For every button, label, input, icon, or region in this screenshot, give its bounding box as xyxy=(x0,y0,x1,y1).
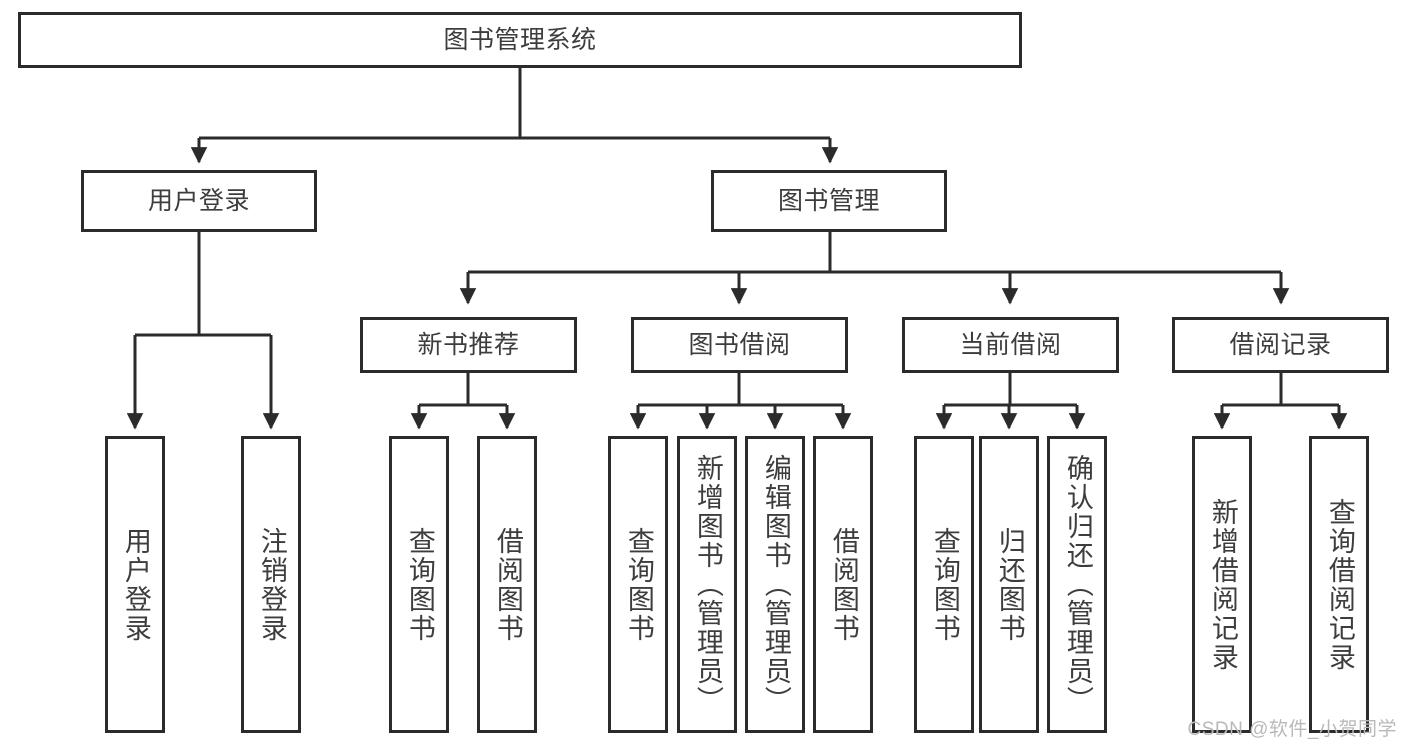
node-borrow-record[interactable]: 借阅记录 xyxy=(1172,317,1389,373)
node-leaf-edit-book[interactable]: 编辑图书（管理员） xyxy=(745,436,805,733)
node-leaf-user-login-label: 用户登录 xyxy=(120,526,151,643)
node-borrow-record-label: 借阅记录 xyxy=(1229,331,1332,359)
node-leaf-edit-book-label: 编辑图书（管理员） xyxy=(760,454,791,715)
node-current-borrow[interactable]: 当前借阅 xyxy=(902,317,1119,373)
node-leaf-borrow-book-2[interactable]: 借阅图书 xyxy=(813,436,873,733)
node-leaf-query-record-label: 查询借阅记录 xyxy=(1324,497,1355,672)
node-leaf-add-book[interactable]: 新增图书（管理员） xyxy=(677,436,737,733)
node-root-label: 图书管理系统 xyxy=(443,26,597,54)
node-current-borrow-label: 当前借阅 xyxy=(959,331,1062,359)
node-new-book-recommend[interactable]: 新书推荐 xyxy=(360,317,577,373)
node-new-book-recommend-label: 新书推荐 xyxy=(417,331,520,359)
node-leaf-query-book-3-label: 查询图书 xyxy=(929,526,960,643)
watermark: CSDN @软件_小贺同学 xyxy=(1187,719,1397,740)
node-leaf-query-book-2-label: 查询图书 xyxy=(623,526,654,643)
node-leaf-confirm-return-label: 确认归还（管理员） xyxy=(1062,454,1093,715)
node-leaf-query-record[interactable]: 查询借阅记录 xyxy=(1309,436,1369,733)
node-leaf-borrow-book-1[interactable]: 借阅图书 xyxy=(477,436,537,733)
node-user-login-label: 用户登录 xyxy=(147,187,250,215)
node-leaf-borrow-book-1-label: 借阅图书 xyxy=(492,526,523,643)
node-leaf-user-login[interactable]: 用户登录 xyxy=(105,436,165,733)
node-leaf-logout-login-label: 注销登录 xyxy=(256,526,287,643)
node-book-borrow[interactable]: 图书借阅 xyxy=(631,317,848,373)
node-book-borrow-label: 图书借阅 xyxy=(688,331,791,359)
node-leaf-add-record[interactable]: 新增借阅记录 xyxy=(1192,436,1252,733)
node-leaf-add-record-label: 新增借阅记录 xyxy=(1207,497,1238,672)
node-book-manage-label: 图书管理 xyxy=(777,187,880,215)
node-book-manage[interactable]: 图书管理 xyxy=(711,170,947,232)
node-leaf-query-book-3[interactable]: 查询图书 xyxy=(914,436,974,733)
node-leaf-return-book-label: 归还图书 xyxy=(994,526,1025,643)
node-leaf-confirm-return[interactable]: 确认归还（管理员） xyxy=(1047,436,1107,733)
node-leaf-query-book-1-label: 查询图书 xyxy=(404,526,435,643)
node-leaf-query-book-2[interactable]: 查询图书 xyxy=(608,436,668,733)
node-root[interactable]: 图书管理系统 xyxy=(18,12,1022,68)
node-leaf-return-book[interactable]: 归还图书 xyxy=(979,436,1039,733)
node-leaf-query-book-1[interactable]: 查询图书 xyxy=(389,436,449,733)
node-user-login[interactable]: 用户登录 xyxy=(81,170,317,232)
node-leaf-logout-login[interactable]: 注销登录 xyxy=(241,436,301,733)
node-leaf-borrow-book-2-label: 借阅图书 xyxy=(828,526,859,643)
node-leaf-add-book-label: 新增图书（管理员） xyxy=(692,454,723,715)
